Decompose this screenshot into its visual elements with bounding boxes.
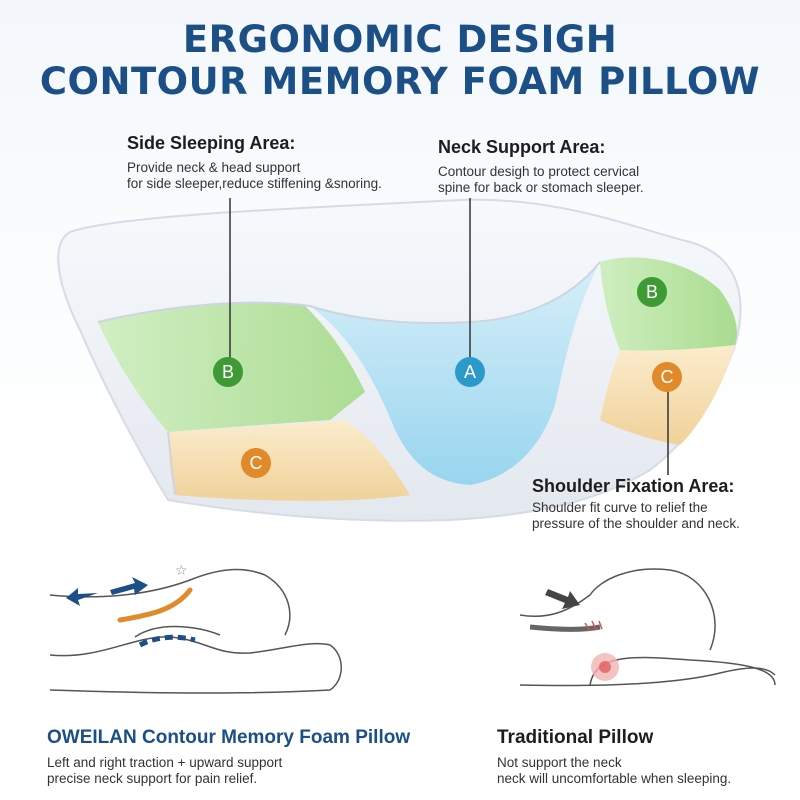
title-line-2: CONTOUR MEMORY FOAM PILLOW bbox=[39, 60, 761, 103]
title-line-1: ERGONOMIC DESIGH bbox=[182, 18, 618, 61]
shoulder-desc-line-2: pressure of the shoulder and neck. bbox=[532, 516, 740, 531]
oweilan-heading: OWEILAN Contour Memory Foam Pillow bbox=[47, 727, 411, 748]
oweilan-sleeper-illustration: ☆ bbox=[49, 562, 342, 694]
traditional-desc-line-2: neck will uncomfortable when sleeping. bbox=[497, 771, 732, 786]
side-sleeping-heading: Side Sleeping Area: bbox=[127, 133, 296, 153]
traditional-desc: Not support the neck neck will uncomfort… bbox=[497, 755, 731, 787]
shoulder-desc-line-1: Shoulder fit curve to relief the bbox=[532, 500, 708, 515]
neck-support-desc: Contour desigh to protect cervical spine… bbox=[438, 164, 644, 196]
neck-support-heading: Neck Support Area: bbox=[438, 137, 606, 157]
badge-c-left: C bbox=[241, 448, 271, 478]
oweilan-desc-line-2: precise neck support for pain relief. bbox=[47, 771, 258, 786]
badge-a-center: A bbox=[455, 357, 485, 387]
side-sleeping-desc: Provide neck & head support for side sle… bbox=[127, 160, 382, 192]
zone-c-left bbox=[168, 420, 410, 501]
oweilan-desc: Left and right traction + upward support… bbox=[47, 755, 282, 787]
shoulder-fixation-heading: Shoulder Fixation Area: bbox=[532, 476, 735, 496]
side-desc-line-1: Provide neck & head support bbox=[127, 160, 301, 175]
neck-desc-line-2: spine for back or stomach sleeper. bbox=[438, 180, 644, 195]
badge-c-right: C bbox=[652, 362, 682, 392]
traditional-heading: Traditional Pillow bbox=[497, 727, 654, 748]
traditional-sleeper-illustration bbox=[519, 568, 776, 687]
shoulder-fixation-desc: Shoulder fit curve to relief the pressur… bbox=[532, 500, 740, 532]
oweilan-desc-line-1: Left and right traction + upward support bbox=[47, 755, 283, 770]
svg-text:☆: ☆ bbox=[175, 562, 188, 578]
zone-b-right bbox=[600, 257, 737, 353]
neck-desc-line-1: Contour desigh to protect cervical bbox=[438, 164, 640, 179]
traditional-desc-line-1: Not support the neck bbox=[497, 755, 622, 770]
badge-b-right: B bbox=[637, 277, 667, 307]
side-desc-line-2: for side sleeper,reduce stiffening &snor… bbox=[127, 176, 382, 191]
badge-b-left: B bbox=[213, 357, 243, 387]
